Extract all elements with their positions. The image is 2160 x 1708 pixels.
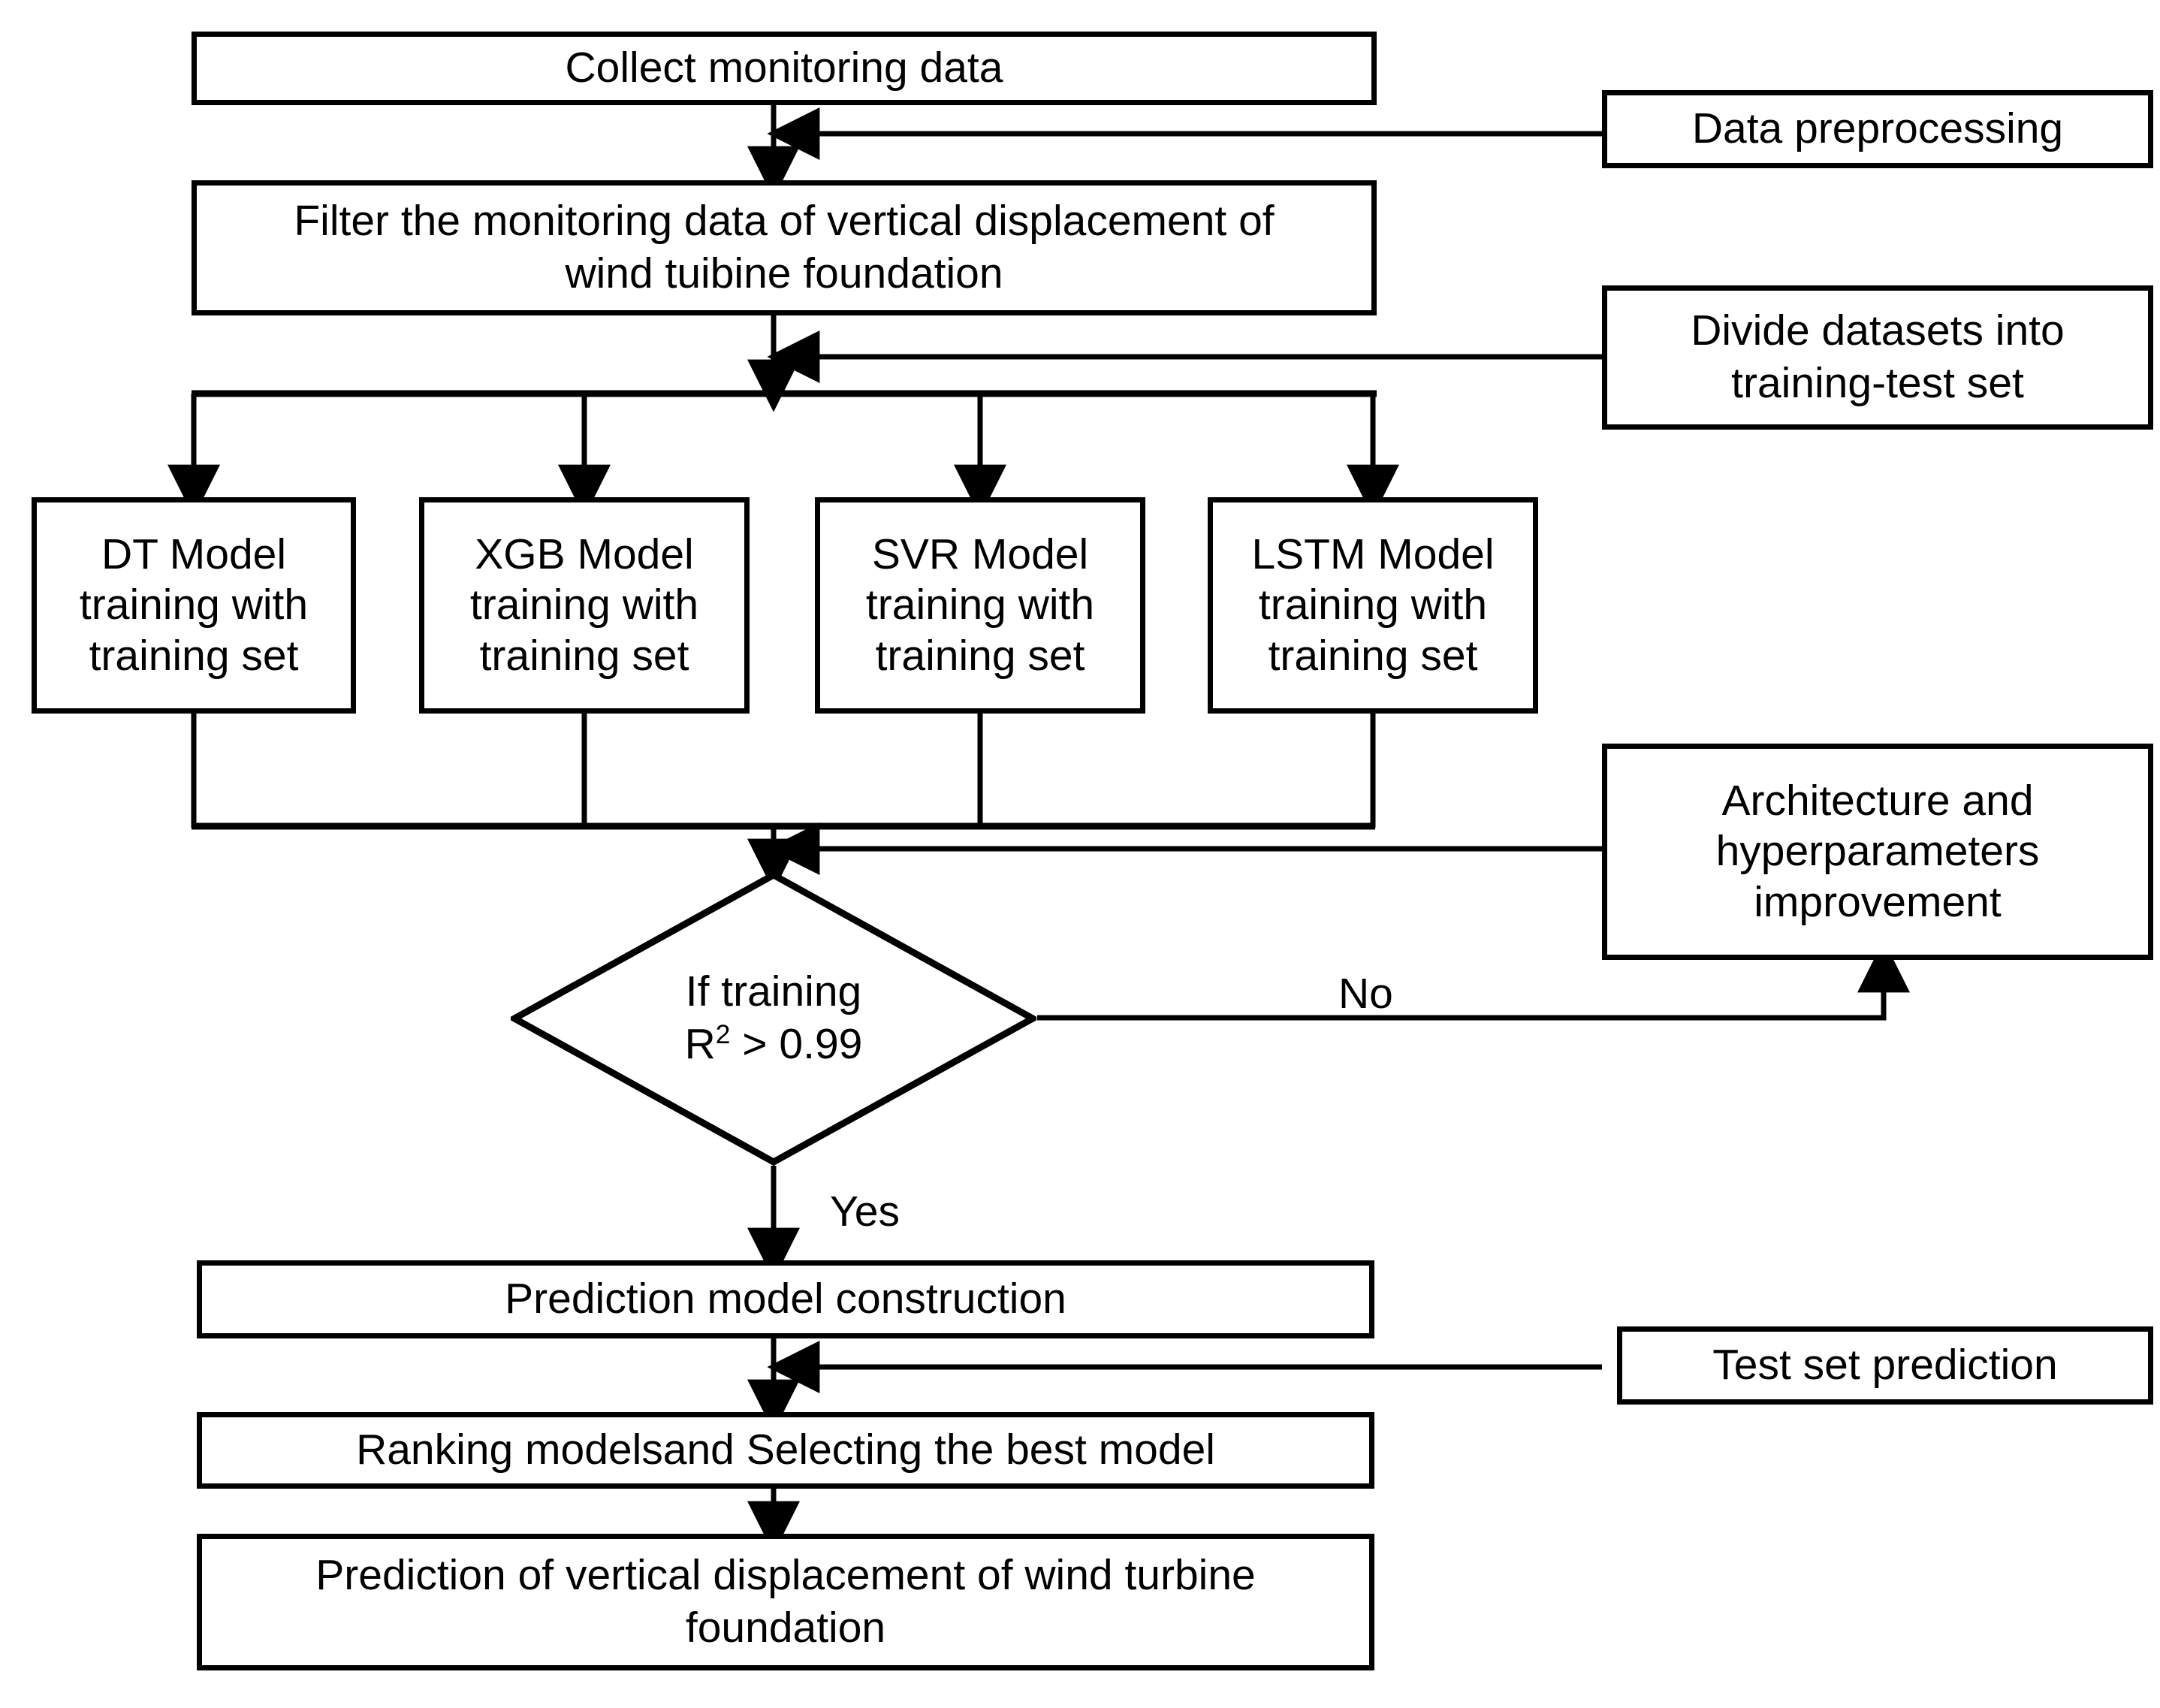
node-label: Architecture and hyperparameters improve… (1715, 777, 2040, 926)
node-label: Prediction model construction (505, 1275, 1066, 1323)
node-prediction-model-construction[interactable]: Prediction model construction (197, 1260, 1374, 1338)
node-svr-model[interactable]: SVR Model training with training set (815, 497, 1145, 714)
node-label: Test set prediction (1712, 1341, 2058, 1390)
node-label: Divide datasets into training-test set (1691, 306, 2065, 407)
node-test-set-prediction[interactable]: Test set prediction (1617, 1326, 2153, 1405)
node-label: Prediction of vertical displacement of w… (315, 1551, 1256, 1652)
node-decision-training-r2[interactable]: If training R2 > 0.99 (511, 871, 1036, 1166)
node-label: Ranking modelsand Selecting the best mod… (356, 1426, 1215, 1474)
edge-label-yes: Yes (830, 1187, 900, 1236)
diamond-shape (511, 871, 1036, 1166)
node-collect-monitoring-data[interactable]: Collect monitoring data (192, 32, 1377, 105)
node-label: Collect monitoring data (565, 44, 1003, 92)
node-filter-monitoring-data[interactable]: Filter the monitoring data of vertical d… (192, 180, 1377, 315)
node-label: DT Model training with training set (79, 530, 309, 680)
node-data-preprocessing[interactable]: Data preprocessing (1602, 90, 2153, 168)
node-label: LSTM Model training with training set (1251, 530, 1495, 680)
node-ranking-models[interactable]: Ranking modelsand Selecting the best mod… (197, 1412, 1374, 1489)
node-label: Data preprocessing (1691, 104, 2064, 153)
node-label: SVR Model training with training set (865, 530, 1095, 680)
edge-decision-no (1037, 940, 1910, 1021)
node-divide-datasets[interactable]: Divide datasets into training-test set (1602, 285, 2153, 430)
edge-label-no: No (1338, 970, 1393, 1018)
node-dt-model[interactable]: DT Model training with training set (32, 497, 356, 714)
node-architecture-hyperparameters[interactable]: Architecture and hyperparameters improve… (1602, 744, 2153, 960)
node-final-prediction[interactable]: Prediction of vertical displacement of w… (197, 1534, 1374, 1670)
node-label: Filter the monitoring data of vertical d… (294, 197, 1275, 297)
node-lstm-model[interactable]: LSTM Model training with training set (1208, 497, 1538, 714)
node-label: XGB Model training with training set (469, 530, 699, 680)
node-xgb-model[interactable]: XGB Model training with training set (419, 497, 750, 714)
